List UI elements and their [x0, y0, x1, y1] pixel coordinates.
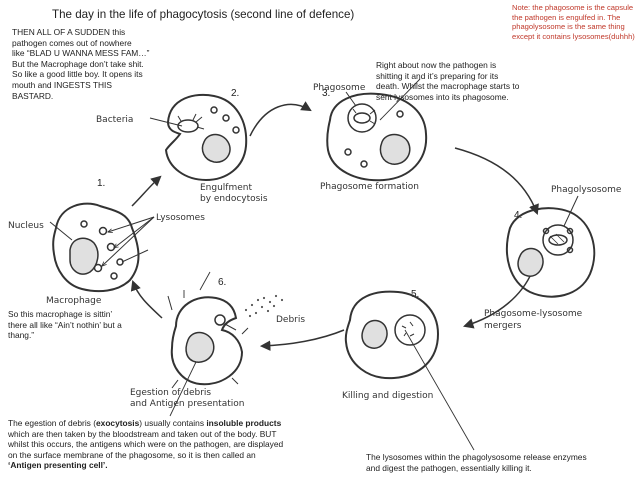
cycle-arrow-1 — [131, 175, 162, 207]
label-debris: Debris — [276, 315, 305, 325]
label-lysosomes: Lysosomes — [156, 213, 205, 223]
label-engulfment-1: Engulfment — [200, 183, 252, 193]
cycle-arrow-6 — [130, 280, 163, 319]
label-phagosome: Phagosome — [313, 83, 366, 93]
step-number-1: 1. — [97, 178, 106, 189]
page-title: The day in the life of phagocytosis (sec… — [52, 8, 355, 21]
phagolysosome-cell — [505, 207, 596, 298]
comment-enzymes: The lysosomes within the phagolysosome r… — [366, 452, 587, 473]
step-number-3: 3. — [322, 88, 331, 99]
step-number-6: 6. — [218, 277, 227, 288]
cycle-arrow-3 — [454, 147, 539, 215]
label-killing: Killing and digestion — [342, 391, 433, 401]
label-engulfment-2: by endocytosis — [200, 194, 268, 204]
label-egestion-1: Egestion of debris — [130, 388, 211, 398]
label-nucleus: Nucleus — [8, 221, 44, 231]
egestion-apc: ‘Antigen presenting cell’. — [8, 460, 108, 471]
label-phagosome-formation: Phagosome formation — [320, 182, 419, 192]
digesting-cell — [344, 290, 440, 380]
step-number-2: 2. — [231, 88, 240, 99]
digesting-vesicle — [394, 314, 426, 346]
egestion-text-1: The egestion of debris ( — [8, 418, 96, 428]
label-macrophage: Macrophage — [46, 296, 102, 306]
comment-engulf: THEN ALL OF A SUDDEN this pathogen comes… — [12, 27, 150, 101]
phagosome-cell — [326, 92, 428, 182]
label-merger-1: Phagosome-lysosome — [484, 309, 583, 319]
cycle-arrow-4 — [462, 271, 533, 329]
phagosome-vesicle — [347, 103, 377, 133]
step-number-5: 5. — [411, 289, 420, 300]
engulfing-cell — [164, 93, 248, 182]
comment-sittin: So this macrophage is sittin’ there all … — [8, 309, 122, 341]
label-egestion-2: and Antigen presentation — [130, 399, 244, 409]
egestion-text-2: ) usually contains — [139, 418, 207, 428]
macrophage-cell — [52, 202, 140, 293]
egestion-exocytosis: exocytosis — [96, 418, 140, 428]
egestion-insoluble: insoluble products — [206, 418, 282, 428]
debris-particles — [244, 294, 284, 318]
comment-death: Right about now the pathogen is shitting… — [376, 60, 520, 102]
egestion-text-3: which are then taken by the bloodstream … — [8, 428, 284, 460]
comment-egestion: The egestion of debris (exocytosis) usua… — [8, 418, 353, 471]
label-phagolysosome: Phagolysosome — [551, 185, 622, 195]
nucleus — [69, 237, 99, 275]
note-text: Note: the phagosome is the capsule the p… — [512, 3, 635, 41]
bacterium — [177, 119, 199, 133]
cycle-arrow-5 — [259, 329, 345, 351]
egesting-cell — [170, 296, 244, 386]
phagolysosome-vesicle — [542, 224, 574, 256]
label-bacteria: Bacteria — [96, 115, 133, 125]
label-merger-2: mergers — [484, 321, 522, 331]
cycle-arrow-2 — [249, 101, 312, 137]
step-number-4: 4. — [514, 210, 523, 221]
